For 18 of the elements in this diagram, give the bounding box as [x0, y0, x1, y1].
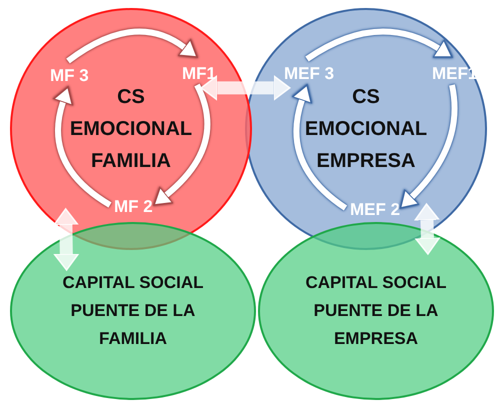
node-title: CAPITAL SOCIAL PUENTE DE LA EMPRESA	[304, 272, 448, 350]
step-label: MEF 3	[284, 64, 334, 84]
double-arrow	[53, 208, 80, 271]
double-arrow	[200, 75, 291, 101]
double-arrow	[414, 203, 440, 255]
step-label: MEF 2	[350, 200, 400, 220]
step-label: MF 2	[114, 197, 153, 217]
cycle-arrow	[400, 84, 458, 210]
cycle-arrow	[305, 28, 454, 62]
cycle-arrow	[154, 84, 210, 206]
cycle-arrow	[292, 84, 348, 210]
step-label: MF 3	[50, 66, 89, 86]
step-label: MF1	[182, 64, 216, 84]
cycle-arrow	[52, 86, 112, 208]
cycle-arrow	[66, 28, 198, 64]
node-title: CS EMOCIONAL FAMILIA	[68, 85, 194, 174]
node-title: CS EMOCIONAL EMPRESA	[304, 85, 428, 174]
node-title: CAPITAL SOCIAL PUENTE DE LA FAMILIA	[61, 272, 205, 350]
